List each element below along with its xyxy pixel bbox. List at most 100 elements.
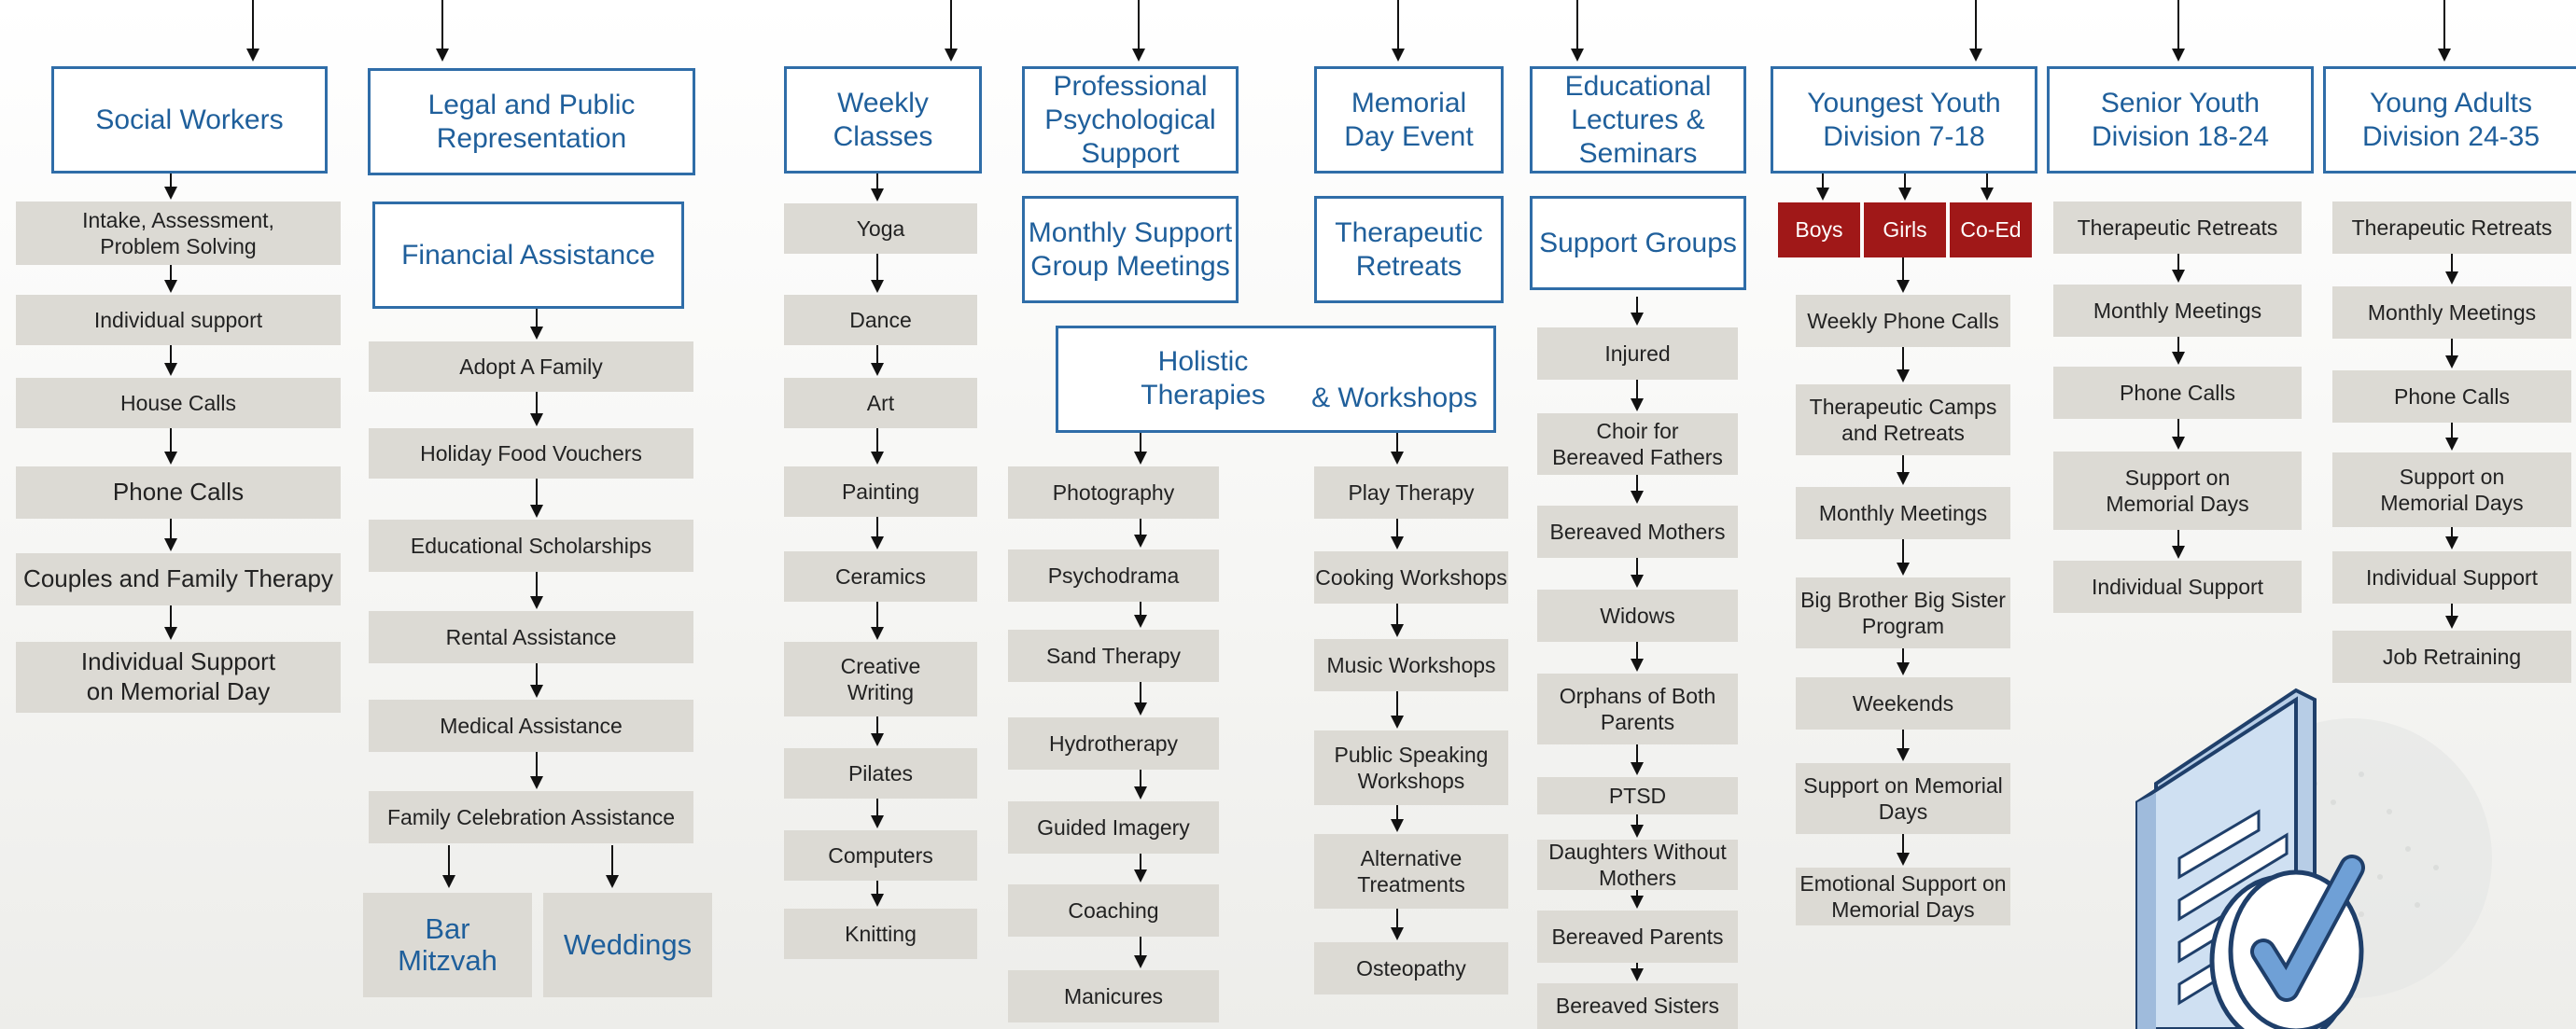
connector-arrow <box>1391 909 1404 940</box>
connector-arrow <box>871 881 884 907</box>
workshop-item: Play Therapy <box>1314 466 1508 519</box>
support-group-item: Bereaved Parents <box>1537 911 1738 963</box>
connector-arrow <box>442 845 455 888</box>
connector-arrow <box>436 0 449 62</box>
social-item: Couples and Family Therapy <box>16 553 341 605</box>
connector-arrow <box>530 663 543 698</box>
connector-arrow <box>164 605 177 640</box>
connector-arrow <box>871 345 884 376</box>
connector-arrow <box>530 309 543 340</box>
holistic-item: Psychodrama <box>1008 549 1219 602</box>
legal-header: Legal and Public Representation <box>368 68 695 175</box>
workshop-item: Music Workshops <box>1314 639 1508 691</box>
connector-arrow <box>2172 254 2185 283</box>
support-group-item: Bereaved Mothers <box>1537 506 1738 558</box>
connector-arrow <box>2445 604 2458 629</box>
holistic-item: Sand Therapy <box>1008 630 1219 682</box>
financial-item: Medical Assistance <box>369 700 693 752</box>
workshop-item: Cooking Workshops <box>1314 551 1508 604</box>
connector-arrow <box>871 602 884 640</box>
holistic-item: Coaching <box>1008 884 1219 937</box>
financial-item: Adopt A Family <box>369 341 693 392</box>
connector-arrow <box>1897 455 1910 485</box>
psych-support-header: Professional Psychological Support <box>1022 66 1239 174</box>
youngest-item: Monthly Meetings <box>1796 487 2010 539</box>
connector-arrow <box>871 254 884 293</box>
young-adults-header: Young Adults Division 24-35 <box>2323 66 2576 174</box>
support-group-item: Orphans of Both Parents <box>1537 674 1738 744</box>
young-adults-item: Job Retraining <box>2332 631 2571 683</box>
connector-arrow <box>164 174 177 200</box>
connector-arrow <box>871 716 884 746</box>
class-item: Art <box>784 378 977 428</box>
young-adults-item: Monthly Meetings <box>2332 286 2571 339</box>
connector-arrow <box>246 0 259 62</box>
connector-arrow <box>164 345 177 376</box>
holistic-item: Hydrotherapy <box>1008 717 1219 770</box>
connector-arrow <box>1897 648 1910 675</box>
connector-arrow <box>1392 0 1405 62</box>
connector-arrow <box>1391 604 1404 637</box>
connector-arrow <box>1631 814 1644 838</box>
connector-arrow <box>2445 423 2458 451</box>
connector-arrow <box>1631 890 1644 909</box>
connector-arrow <box>1391 805 1404 832</box>
connector-arrow <box>1134 602 1147 628</box>
young-adults-item: Phone Calls <box>2332 370 2571 423</box>
connector-arrow <box>1898 174 1911 201</box>
connector-arrow <box>1134 937 1147 968</box>
connector-arrow <box>1969 0 1982 62</box>
connector-arrow <box>871 517 884 549</box>
youngest-youth-header: Youngest Youth Division 7-18 <box>1771 66 2037 174</box>
connector-arrow <box>2445 254 2458 285</box>
class-item: Computers <box>784 830 977 881</box>
connector-arrow <box>1631 558 1644 588</box>
connector-arrow <box>871 428 884 465</box>
connector-arrow <box>1391 691 1404 729</box>
connector-arrow <box>530 572 543 609</box>
workshop-item: Alternative Treatments <box>1314 834 1508 909</box>
support-group-item: Widows <box>1537 590 1738 642</box>
connector-arrow <box>164 519 177 551</box>
connector-arrow <box>1391 519 1404 549</box>
connector-arrow <box>606 845 619 888</box>
workshop-item: Osteopathy <box>1314 942 1508 994</box>
support-group-item: Injured <box>1537 327 1738 380</box>
workshop-item: Public Speaking Workshops <box>1314 730 1508 805</box>
connector-arrow <box>1897 539 1910 576</box>
youngest-item: Support on Memorial Days <box>1796 763 2010 834</box>
connector-arrow <box>1134 854 1147 883</box>
support-groups-header: Support Groups <box>1530 196 1746 290</box>
senior-item: Individual Support <box>2053 561 2302 613</box>
educational-lectures-header: Educational Lectures & Seminars <box>1530 66 1746 174</box>
connector-arrow <box>1132 0 1145 62</box>
senior-item: Support on Memorial Days <box>2053 452 2302 530</box>
social-item: Phone Calls <box>16 466 341 519</box>
senior-item: Phone Calls <box>2053 367 2302 419</box>
social-item: Individual support <box>16 295 341 345</box>
memorial-day-header: Memorial Day Event <box>1314 66 1504 174</box>
connector-arrow <box>1897 730 1910 761</box>
connector-arrow <box>530 752 543 789</box>
bar-mitzvah-box: Bar Mitzvah <box>363 893 532 997</box>
connector-arrow <box>2172 0 2185 62</box>
social-item: Intake, Assessment, Problem Solving <box>16 202 341 265</box>
financial-item: Rental Assistance <box>369 611 693 663</box>
connector-arrow <box>2438 0 2451 62</box>
connector-arrow <box>1134 519 1147 548</box>
connector-arrow <box>1897 347 1910 382</box>
connector-arrow <box>164 428 177 465</box>
weekly-classes-header: Weekly Classes <box>784 66 982 174</box>
connector-arrow <box>1571 0 1584 62</box>
support-group-item: Choir for Bereaved Fathers <box>1537 413 1738 475</box>
financial-item: Family Celebration Assistance <box>369 791 693 843</box>
holistic-left-label: Holistic Therapies <box>1141 346 1266 410</box>
social-item: Individual Support on Memorial Day <box>16 642 341 713</box>
support-group-item: PTSD <box>1537 777 1738 814</box>
financial-item: Holiday Food Vouchers <box>369 428 693 479</box>
young-adults-item: Therapeutic Retreats <box>2332 202 2571 254</box>
connector-arrow <box>1134 433 1147 465</box>
connector-arrow <box>945 0 958 62</box>
support-group-item: Daughters Without Mothers <box>1537 840 1738 890</box>
connector-arrow <box>1631 475 1644 504</box>
